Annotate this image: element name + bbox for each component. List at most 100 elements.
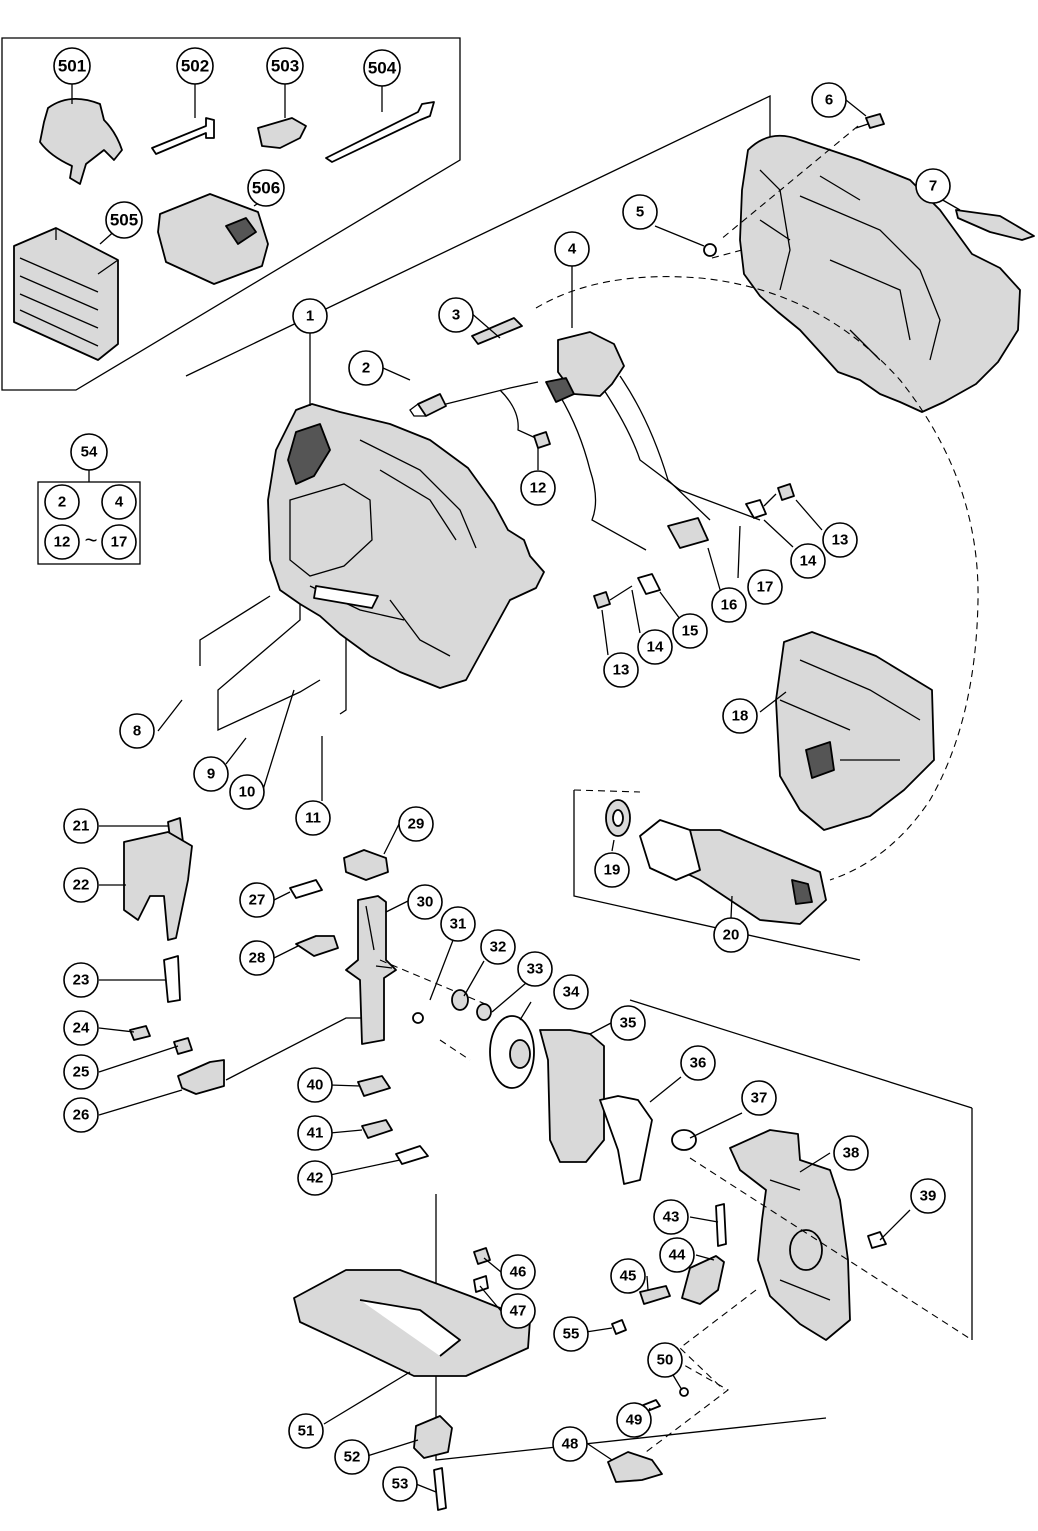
svg-text:31: 31 bbox=[450, 916, 467, 933]
callout-30: 30 bbox=[407, 884, 443, 920]
svg-text:51: 51 bbox=[298, 1423, 315, 1440]
svg-text:35: 35 bbox=[620, 1015, 637, 1032]
callout-8: 8 bbox=[119, 713, 155, 749]
svg-text:53: 53 bbox=[392, 1476, 409, 1493]
svg-text:45: 45 bbox=[620, 1268, 637, 1285]
callout-26: 26 bbox=[63, 1097, 99, 1133]
svg-text:10: 10 bbox=[239, 784, 256, 801]
svg-text:501: 501 bbox=[58, 57, 86, 76]
callout-46: 46 bbox=[500, 1254, 536, 1290]
svg-text:23: 23 bbox=[73, 972, 90, 989]
callout-2: 2 bbox=[348, 350, 384, 386]
callout-45: 45 bbox=[610, 1258, 646, 1294]
svg-text:29: 29 bbox=[408, 816, 425, 833]
callout-19: 19 bbox=[594, 852, 630, 888]
callout-502: 502 bbox=[176, 47, 214, 85]
callout-34: 34 bbox=[553, 974, 589, 1010]
callout-10: 10 bbox=[229, 774, 265, 810]
callout-1: 1 bbox=[292, 298, 328, 334]
kit-item-12: 12 bbox=[44, 524, 80, 560]
callout-503: 503 bbox=[266, 47, 304, 85]
callout-5: 5 bbox=[622, 194, 658, 230]
kit-range-tilde: ~ bbox=[85, 528, 98, 553]
callout-506: 506 bbox=[247, 169, 285, 207]
svg-text:49: 49 bbox=[626, 1412, 643, 1429]
gear-case-part bbox=[729, 1129, 851, 1341]
callout-29: 29 bbox=[398, 806, 434, 842]
guide-roller-assembly bbox=[129, 1025, 225, 1095]
callout-505: 505 bbox=[105, 201, 143, 239]
callout-25: 25 bbox=[63, 1054, 99, 1090]
svg-text:505: 505 bbox=[110, 211, 138, 230]
kit-54-box bbox=[37, 470, 141, 565]
callout-14-left: 14 bbox=[637, 629, 673, 665]
svg-text:11: 11 bbox=[305, 810, 321, 827]
svg-text:2: 2 bbox=[58, 494, 66, 511]
battery-charger-part bbox=[157, 193, 269, 285]
callout-28: 28 bbox=[239, 940, 275, 976]
callout-37: 37 bbox=[741, 1080, 777, 1116]
svg-text:13: 13 bbox=[832, 532, 849, 549]
svg-text:34: 34 bbox=[563, 984, 580, 1001]
callout-13-left: 13 bbox=[603, 652, 639, 688]
label-plate-part bbox=[955, 209, 1035, 241]
svg-text:40: 40 bbox=[307, 1077, 324, 1094]
callout-4: 4 bbox=[554, 231, 590, 267]
callout-18: 18 bbox=[722, 698, 758, 734]
svg-text:8: 8 bbox=[133, 723, 141, 740]
carrying-case-part bbox=[13, 227, 119, 361]
bearing-part bbox=[605, 799, 631, 837]
svg-text:22: 22 bbox=[73, 877, 90, 894]
svg-text:33: 33 bbox=[527, 961, 544, 978]
callout-23: 23 bbox=[63, 962, 99, 998]
o-ring-part bbox=[703, 243, 717, 257]
callout-55: 55 bbox=[553, 1316, 589, 1352]
blade-guard-part bbox=[39, 98, 123, 185]
svg-text:18: 18 bbox=[732, 708, 749, 725]
base-assembly bbox=[293, 1194, 827, 1511]
callout-50: 50 bbox=[647, 1342, 683, 1378]
callout-6: 6 bbox=[811, 82, 847, 118]
svg-text:17: 17 bbox=[111, 534, 128, 551]
svg-text:26: 26 bbox=[73, 1107, 90, 1124]
svg-text:52: 52 bbox=[344, 1449, 361, 1466]
svg-text:502: 502 bbox=[181, 57, 209, 76]
svg-text:13: 13 bbox=[613, 662, 630, 679]
svg-text:24: 24 bbox=[73, 1020, 90, 1037]
callout-11: 11 bbox=[295, 800, 331, 836]
switch-bracket-part bbox=[471, 317, 523, 345]
right-housing-half bbox=[739, 134, 1021, 413]
callout-38: 38 bbox=[833, 1135, 869, 1171]
callout-48: 48 bbox=[552, 1426, 588, 1462]
svg-text:503: 503 bbox=[271, 57, 299, 76]
svg-text:30: 30 bbox=[417, 894, 434, 911]
svg-text:27: 27 bbox=[249, 892, 266, 909]
callout-501: 501 bbox=[53, 47, 91, 85]
blade-holder-assembly bbox=[123, 817, 193, 1003]
callout-24: 24 bbox=[63, 1010, 99, 1046]
callout-53: 53 bbox=[382, 1466, 418, 1502]
svg-text:504: 504 bbox=[368, 59, 397, 78]
callout-39: 39 bbox=[910, 1178, 946, 1214]
callout-36: 36 bbox=[680, 1045, 716, 1081]
leader-lines bbox=[71, 84, 961, 1493]
motor-part bbox=[639, 819, 827, 925]
callout-27: 27 bbox=[239, 882, 275, 918]
dc-plug-part bbox=[409, 393, 447, 417]
callout-9: 9 bbox=[193, 756, 229, 792]
callout-47: 47 bbox=[500, 1293, 536, 1329]
saw-blade-part bbox=[325, 101, 435, 163]
gear-assembly bbox=[379, 959, 697, 1185]
svg-text:12: 12 bbox=[54, 534, 71, 551]
callout-15: 15 bbox=[672, 613, 708, 649]
svg-text:14: 14 bbox=[800, 553, 817, 570]
svg-text:54: 54 bbox=[81, 444, 98, 461]
accessory-box bbox=[1, 37, 461, 391]
svg-text:17: 17 bbox=[757, 579, 774, 596]
svg-text:506: 506 bbox=[252, 179, 280, 198]
callout-54: 54 bbox=[70, 433, 108, 471]
svg-text:1: 1 bbox=[306, 308, 314, 325]
callout-43: 43 bbox=[653, 1199, 689, 1235]
svg-text:28: 28 bbox=[249, 950, 266, 967]
kit-item-17: 17 bbox=[101, 524, 137, 560]
